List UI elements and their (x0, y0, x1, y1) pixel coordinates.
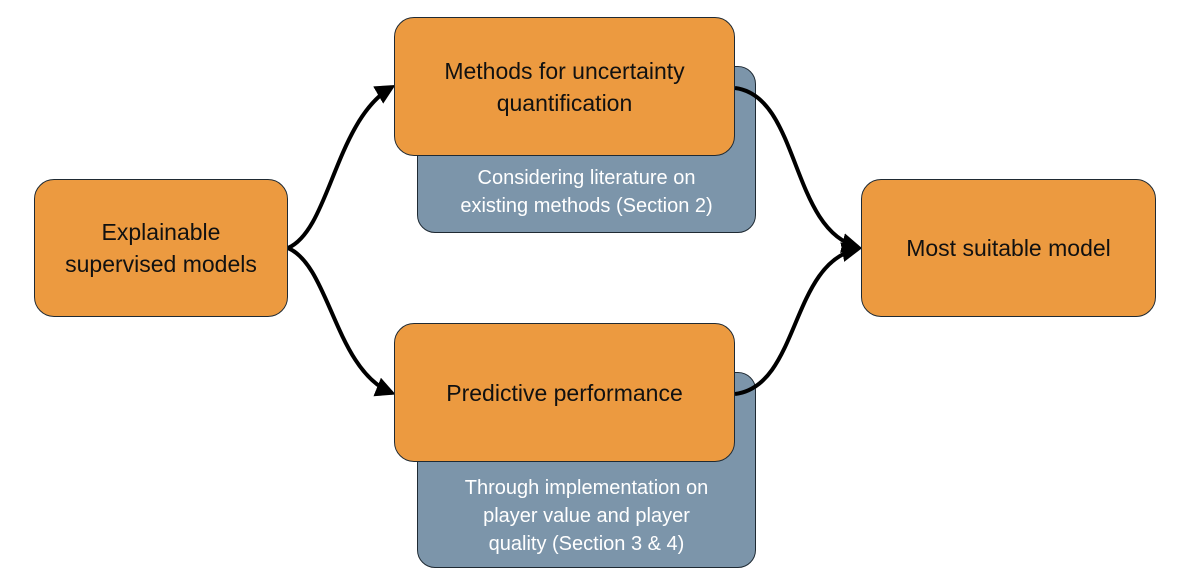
arrow-explainable-to-uncertainty (287, 84, 396, 250)
uncertainty-note-label: Considering literature on existing metho… (460, 166, 713, 217)
predictive-note-label: Through implementation on player value a… (464, 477, 709, 555)
predictive-performance-box: Predictive performance (394, 323, 735, 462)
most-suitable-model-box: Most suitable model (861, 179, 1156, 317)
explainable-models-box: Explainable supervised models (34, 179, 288, 317)
predictive-performance-label: Predictive performance (446, 379, 683, 406)
arrow-uncertainty-to-suitable (734, 86, 862, 253)
most-suitable-model-label: Most suitable model (906, 235, 1111, 261)
uncertainty-methods-label: Methods for uncertainty quantification (444, 57, 685, 116)
uncertainty-methods-box: Methods for uncertainty quantification (394, 17, 735, 156)
explainable-models-label: Explainable supervised models (65, 219, 257, 277)
arrow-predictive-to-suitable (734, 242, 862, 396)
arrow-explainable-to-predictive (287, 246, 396, 397)
